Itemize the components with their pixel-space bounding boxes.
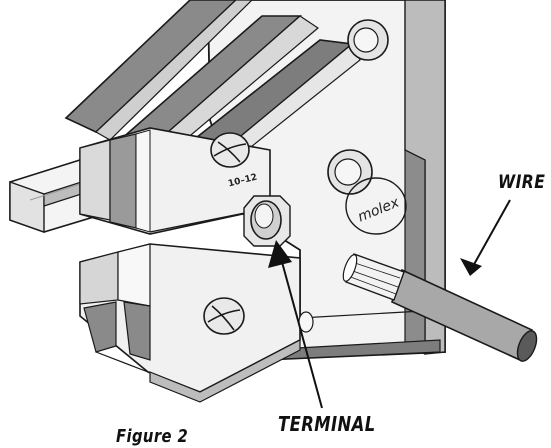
- hex-bolt-icon: [347, 19, 389, 61]
- ring-terminal-icon: [243, 195, 291, 247]
- terminal-leader-arrow: [268, 240, 323, 409]
- slotted-screw-icon: [210, 132, 250, 168]
- wire: [342, 253, 538, 362]
- terminal-callout-label: TERMINAL: [278, 412, 376, 436]
- lower-jaw: [79, 243, 301, 403]
- hex-bolt-icon: [327, 149, 373, 195]
- slotted-screw-icon: [203, 297, 245, 335]
- figure-caption: Figure 2: [116, 426, 189, 447]
- brand-emblem: [345, 177, 407, 235]
- wire-leader-arrow: [460, 199, 511, 276]
- wire-callout-label: WIRE: [498, 171, 546, 193]
